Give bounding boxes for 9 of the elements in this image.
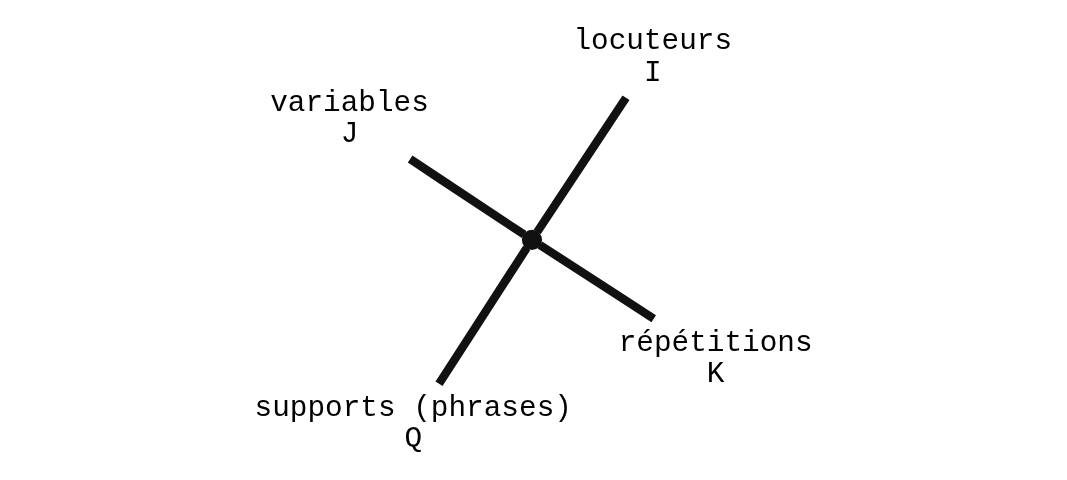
connector [407,155,526,238]
node-point [521,229,542,250]
node-text: supports (phrases) Q [254,391,572,456]
node-text: répétitions K [618,326,813,391]
connector [533,94,629,234]
node-text: variables J [269,86,429,151]
connector [537,240,656,322]
connector [435,244,530,386]
node-text: locuteurs I [572,24,732,90]
